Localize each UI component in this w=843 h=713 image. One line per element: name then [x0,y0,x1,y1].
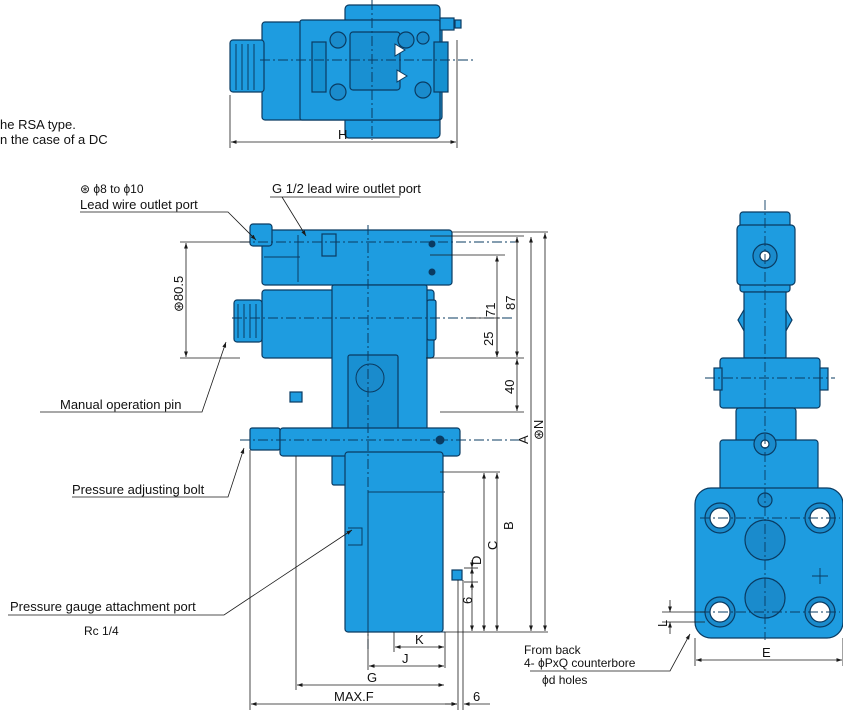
dim-D-label: D [469,555,484,565]
dim-N-label: ⊛N [531,419,546,440]
note-line-1: he RSA type. [0,117,76,132]
from-back-label: From back [524,643,581,657]
dim-6-vertical-label: 6 [460,596,475,604]
top-view-marks [235,0,475,140]
manual-pin-label: Manual operation pin [60,397,182,412]
g-half-outlet-label: G 1/2 lead wire outlet port [272,181,421,196]
dim-40-label: 40 [502,379,517,394]
lead-wire-size-label: ⊛ ϕ8 to ϕ10 [80,182,144,196]
side-view-marks [232,225,520,650]
dim-H-label: H [338,127,348,142]
dim-E-label: E [762,645,771,660]
dim-25-label: 25 [481,331,496,346]
top-view [229,4,462,139]
dim-71-label: 71 [483,302,498,317]
callout-leaders [8,196,691,672]
lead-wire-outlet-label: Lead wire outlet port [80,197,198,212]
dim-80-5-label: ⊛80.5 [171,275,186,312]
dim-C-label: C [485,540,500,550]
note-line-2: n the case of a DC [0,132,108,147]
dim-A-label: A [516,435,531,444]
front-view [694,211,843,639]
side-view-dimensions [180,231,548,710]
dim-6-horizontal-label: 6 [473,689,481,704]
dim-L-label: L [655,619,670,627]
dim-H [229,40,458,148]
dim-G-label: G [367,670,378,685]
gauge-thread-label: Rc 1/4 [84,624,119,638]
gauge-port-label: Pressure gauge attachment port [10,599,196,614]
dim-MAXF-label: MAX.F [334,689,374,704]
d-holes-label: ϕd holes [542,673,588,687]
dim-J-label: J [402,651,409,666]
dim-87-label: 87 [503,295,518,310]
dim-B-label: B [501,521,516,530]
front-view-dimensions [662,600,843,666]
front-view-centerlines [700,200,840,640]
side-view [233,223,463,633]
pressure-bolt-label: Pressure adjusting bolt [72,482,205,497]
dim-K-label: K [415,632,424,647]
counterbore-label: 4- ϕPxQ counterbore [524,656,636,670]
